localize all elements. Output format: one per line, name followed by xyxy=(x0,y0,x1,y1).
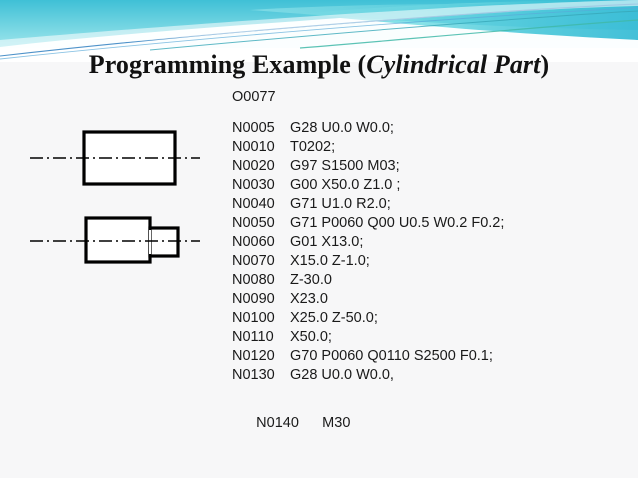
title-close-paren: ) xyxy=(540,50,550,79)
gcode-block-number: N0050 xyxy=(232,215,275,231)
page-title: Programming Example (Cylindrical Part) xyxy=(0,50,638,80)
gcode-block-number: N0100 xyxy=(232,310,275,326)
part-drawings xyxy=(18,118,223,278)
gcode-block-text: X15.0 Z-1.0; xyxy=(290,253,370,269)
gcode-line: N0110 X50.0; xyxy=(232,328,622,347)
gcode-block-number: N0070 xyxy=(232,253,275,269)
gcode-line-final: N0140 M30 xyxy=(232,395,622,431)
title-subtitle: Cylindrical Part xyxy=(366,50,541,79)
gcode-block-text: G28 U0.0 W0.0, xyxy=(290,367,394,383)
gcode-line-list: N0005 G28 U0.0 W0.0; N0010 T0202; N0020 G97 S… xyxy=(232,119,622,385)
gcode-block-text: X50.0; xyxy=(290,329,332,345)
gcode-block-number: N0090 xyxy=(232,291,275,307)
gcode-line: N0040 G71 U1.0 R2.0; xyxy=(232,195,622,214)
gcode-block-number: N0020 xyxy=(232,158,275,174)
gcode-block-text: X23.0 xyxy=(290,291,328,307)
gcode-block-text: T0202; xyxy=(290,139,336,155)
stepped-cylindrical-part xyxy=(84,216,180,264)
gcode-line: N0100 X25.0 Z-50.0; xyxy=(232,309,622,328)
gcode-block-number: N0130 xyxy=(232,367,275,383)
gcode-block-text: M30 xyxy=(322,415,351,431)
gcode-block-text: G00 X50.0 Z1.0 ; xyxy=(290,177,401,193)
gcode-block-number: N0080 xyxy=(232,272,275,288)
gcode-listing: O0077 N0005 G28 U0.0 W0.0; N0010 T0202; N002… xyxy=(232,88,622,431)
gcode-line: N0130 G28 U0.0 W0.0, xyxy=(232,366,622,385)
gcode-block-text: G28 U0.0 W0.0; xyxy=(290,120,394,136)
gcode-block-text: G97 S1500 M03; xyxy=(290,158,400,174)
gcode-block-text: X25.0 Z-50.0; xyxy=(290,310,378,326)
gcode-block-number: N0040 xyxy=(232,196,275,212)
gcode-block-number: N0120 xyxy=(232,348,275,364)
program-number: O0077 xyxy=(232,89,276,105)
gcode-block-number: N0005 xyxy=(232,120,275,136)
title-main: Programming Example xyxy=(88,50,358,79)
gcode-line: N0090 X23.0 xyxy=(232,290,622,309)
decorative-wave-banner xyxy=(0,0,638,62)
gcode-line: N0010 T0202; xyxy=(232,138,622,157)
gcode-line: N0070 X15.0 Z-1.0; xyxy=(232,252,622,271)
gcode-block-number: N0010 xyxy=(232,139,275,155)
gcode-block-text: G70 P0060 Q0110 S2500 F0.1; xyxy=(290,348,493,364)
gcode-block-number: N0030 xyxy=(232,177,275,193)
gcode-block-number: N0060 xyxy=(232,234,275,250)
gcode-line: N0020 G97 S1500 M03; xyxy=(232,157,622,176)
gcode-line: N0120 G70 P0060 Q0110 S2500 F0.1; xyxy=(232,347,622,366)
gcode-line: N0050 G71 P0060 Q00 U0.5 W0.2 F0.2; xyxy=(232,214,622,233)
gcode-line: N0030 G00 X50.0 Z1.0 ; xyxy=(232,176,622,195)
gcode-line: N0080 Z-30.0 xyxy=(232,271,622,290)
title-open-paren: ( xyxy=(357,50,367,79)
gcode-block-number: N0140 xyxy=(256,415,299,431)
gcode-line: N0005 G28 U0.0 W0.0; xyxy=(232,119,622,138)
gcode-block-text: G71 P0060 Q00 U0.5 W0.2 F0.2; xyxy=(290,215,505,231)
gcode-block-text: Z-30.0 xyxy=(290,272,332,288)
gcode-line: N0060 G01 X13.0; xyxy=(232,233,622,252)
gcode-block-text: G71 U1.0 R2.0; xyxy=(290,196,391,212)
gcode-block-number: N0110 xyxy=(232,329,274,345)
gcode-block-text: G01 X13.0; xyxy=(290,234,364,250)
